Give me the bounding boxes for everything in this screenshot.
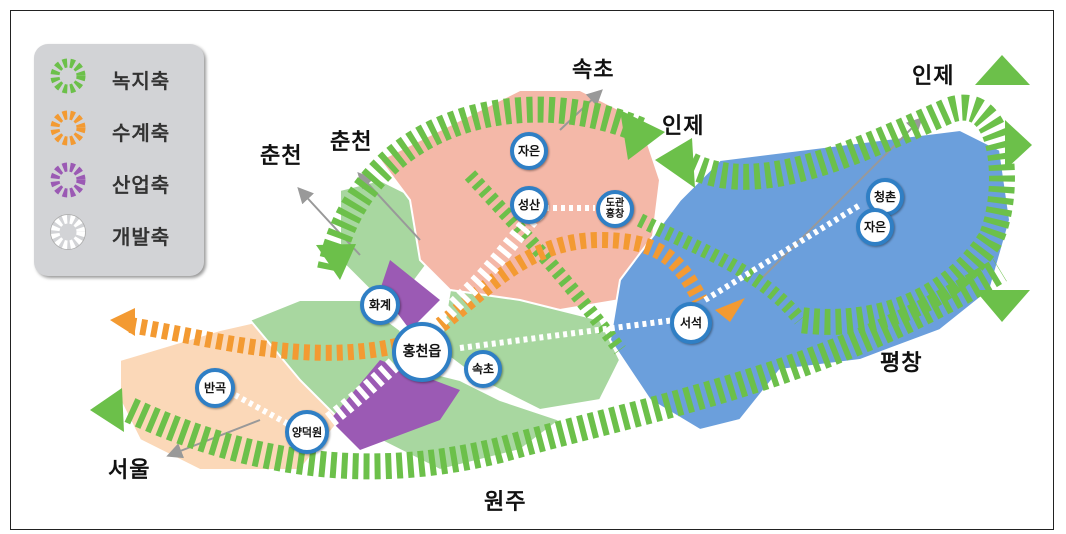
green-arrow-northeast	[620, 110, 665, 160]
legend-item-purple: 산업축	[48, 158, 198, 202]
development-axis-seoseok-cheongchon	[703, 202, 862, 303]
node-seoseok: 서석	[670, 302, 712, 344]
place-chuncheon: 춘천	[330, 130, 373, 155]
green-arrow-east-right	[1005, 120, 1032, 170]
legend-item-orange: 수계축	[48, 106, 198, 150]
green-axis-inner-2	[636, 213, 806, 325]
legend-label: 녹지축	[112, 69, 171, 93]
node-bangok: 반곡	[195, 368, 235, 408]
legend-panel: 녹지축 수계축 산업축 개발축	[34, 44, 204, 276]
legend-label: 수계축	[112, 121, 171, 145]
node-yangdeokwon: 양덕원	[285, 410, 329, 454]
development-axis-east	[459, 315, 691, 351]
green-arrow-inje	[655, 138, 695, 188]
legend-item-green: 녹지축	[48, 54, 198, 98]
node-dogwan: 도관 흥창	[596, 190, 634, 228]
node-hwagye: 화계	[360, 285, 400, 325]
node-jaeun: 자은	[510, 132, 548, 170]
place-wonju: 원주	[484, 490, 527, 515]
node-cheongchon: 청촌	[866, 178, 904, 216]
water-arrow-west	[110, 308, 135, 336]
green-axis-south	[124, 258, 1007, 480]
node-hongcheon-eup: 홍천읍	[392, 322, 452, 382]
development-axis-main	[325, 204, 546, 427]
place-seoul: 서울	[108, 458, 151, 483]
legend-label: 개발축	[112, 225, 171, 249]
region-purple-industry-south	[330, 360, 460, 450]
reference-arrow-sokcho	[559, 89, 603, 131]
green-arrow-east-up	[975, 55, 1030, 85]
reference-arrow-inje	[759, 117, 923, 281]
place-inje: 인제	[662, 114, 705, 139]
node-jaeun-east: 자은	[856, 208, 894, 246]
place-chuncheon-west: 춘천	[260, 144, 303, 169]
green-dashed-ring-icon	[50, 58, 86, 94]
legend-label: 산업축	[112, 173, 171, 197]
place-inje-northeast: 인제	[912, 64, 955, 89]
orange-dashed-ring-icon	[50, 110, 86, 146]
region-purple-industry	[380, 260, 440, 330]
water-arrow-east	[715, 298, 745, 322]
green-arrow-seoul	[90, 388, 124, 432]
green-axis-east-loop	[684, 94, 1015, 335]
legend-item-white: 개발축	[48, 210, 198, 254]
green-arrow-east-down	[975, 290, 1030, 322]
node-sokcho: 속초	[464, 350, 502, 388]
reference-arrow-chuncheon-right	[357, 172, 421, 241]
place-sokcho: 속초	[572, 58, 615, 83]
green-arrow-west-north	[316, 244, 356, 280]
place-pyeongchang: 평창	[880, 351, 923, 376]
development-axis-bangok	[233, 392, 292, 428]
purple-dashed-ring-icon	[50, 162, 86, 198]
green-axis-north	[317, 96, 645, 273]
node-seongsan: 성산	[510, 186, 548, 224]
white-dashed-ring-icon	[50, 214, 86, 250]
